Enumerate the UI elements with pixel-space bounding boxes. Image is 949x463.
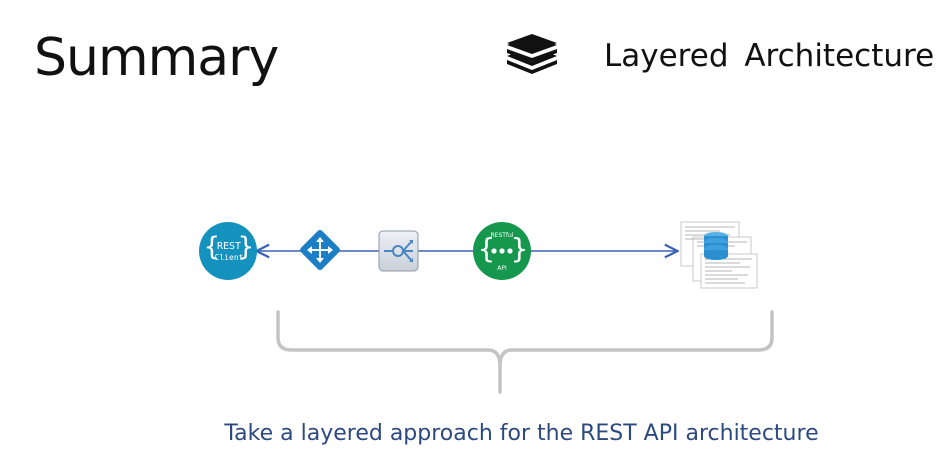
svg-text:{: {: [478, 232, 495, 265]
database-documents-icon: [680, 221, 758, 289]
grouping-brace: [276, 310, 774, 394]
api-label: API: [497, 265, 507, 272]
svg-text:}: }: [511, 232, 528, 265]
page-title: Summary: [34, 28, 279, 88]
restful-api-icon: { } RESTful API: [473, 222, 531, 280]
gateway-icon: [378, 230, 419, 272]
rest-client-icon: { } REST Client: [199, 222, 257, 280]
svg-text:}: }: [238, 232, 254, 262]
rest-client-sublabel: Client: [215, 253, 244, 262]
page-subtitle: Layered Architecture: [604, 38, 935, 74]
svg-text:{: {: [204, 232, 220, 262]
caption: Take a layered approach for the REST API…: [224, 421, 819, 446]
restful-label: RESTful: [490, 232, 513, 239]
rest-client-label: REST: [217, 241, 241, 252]
layers-icon: [507, 34, 557, 74]
router-icon: [300, 230, 340, 270]
